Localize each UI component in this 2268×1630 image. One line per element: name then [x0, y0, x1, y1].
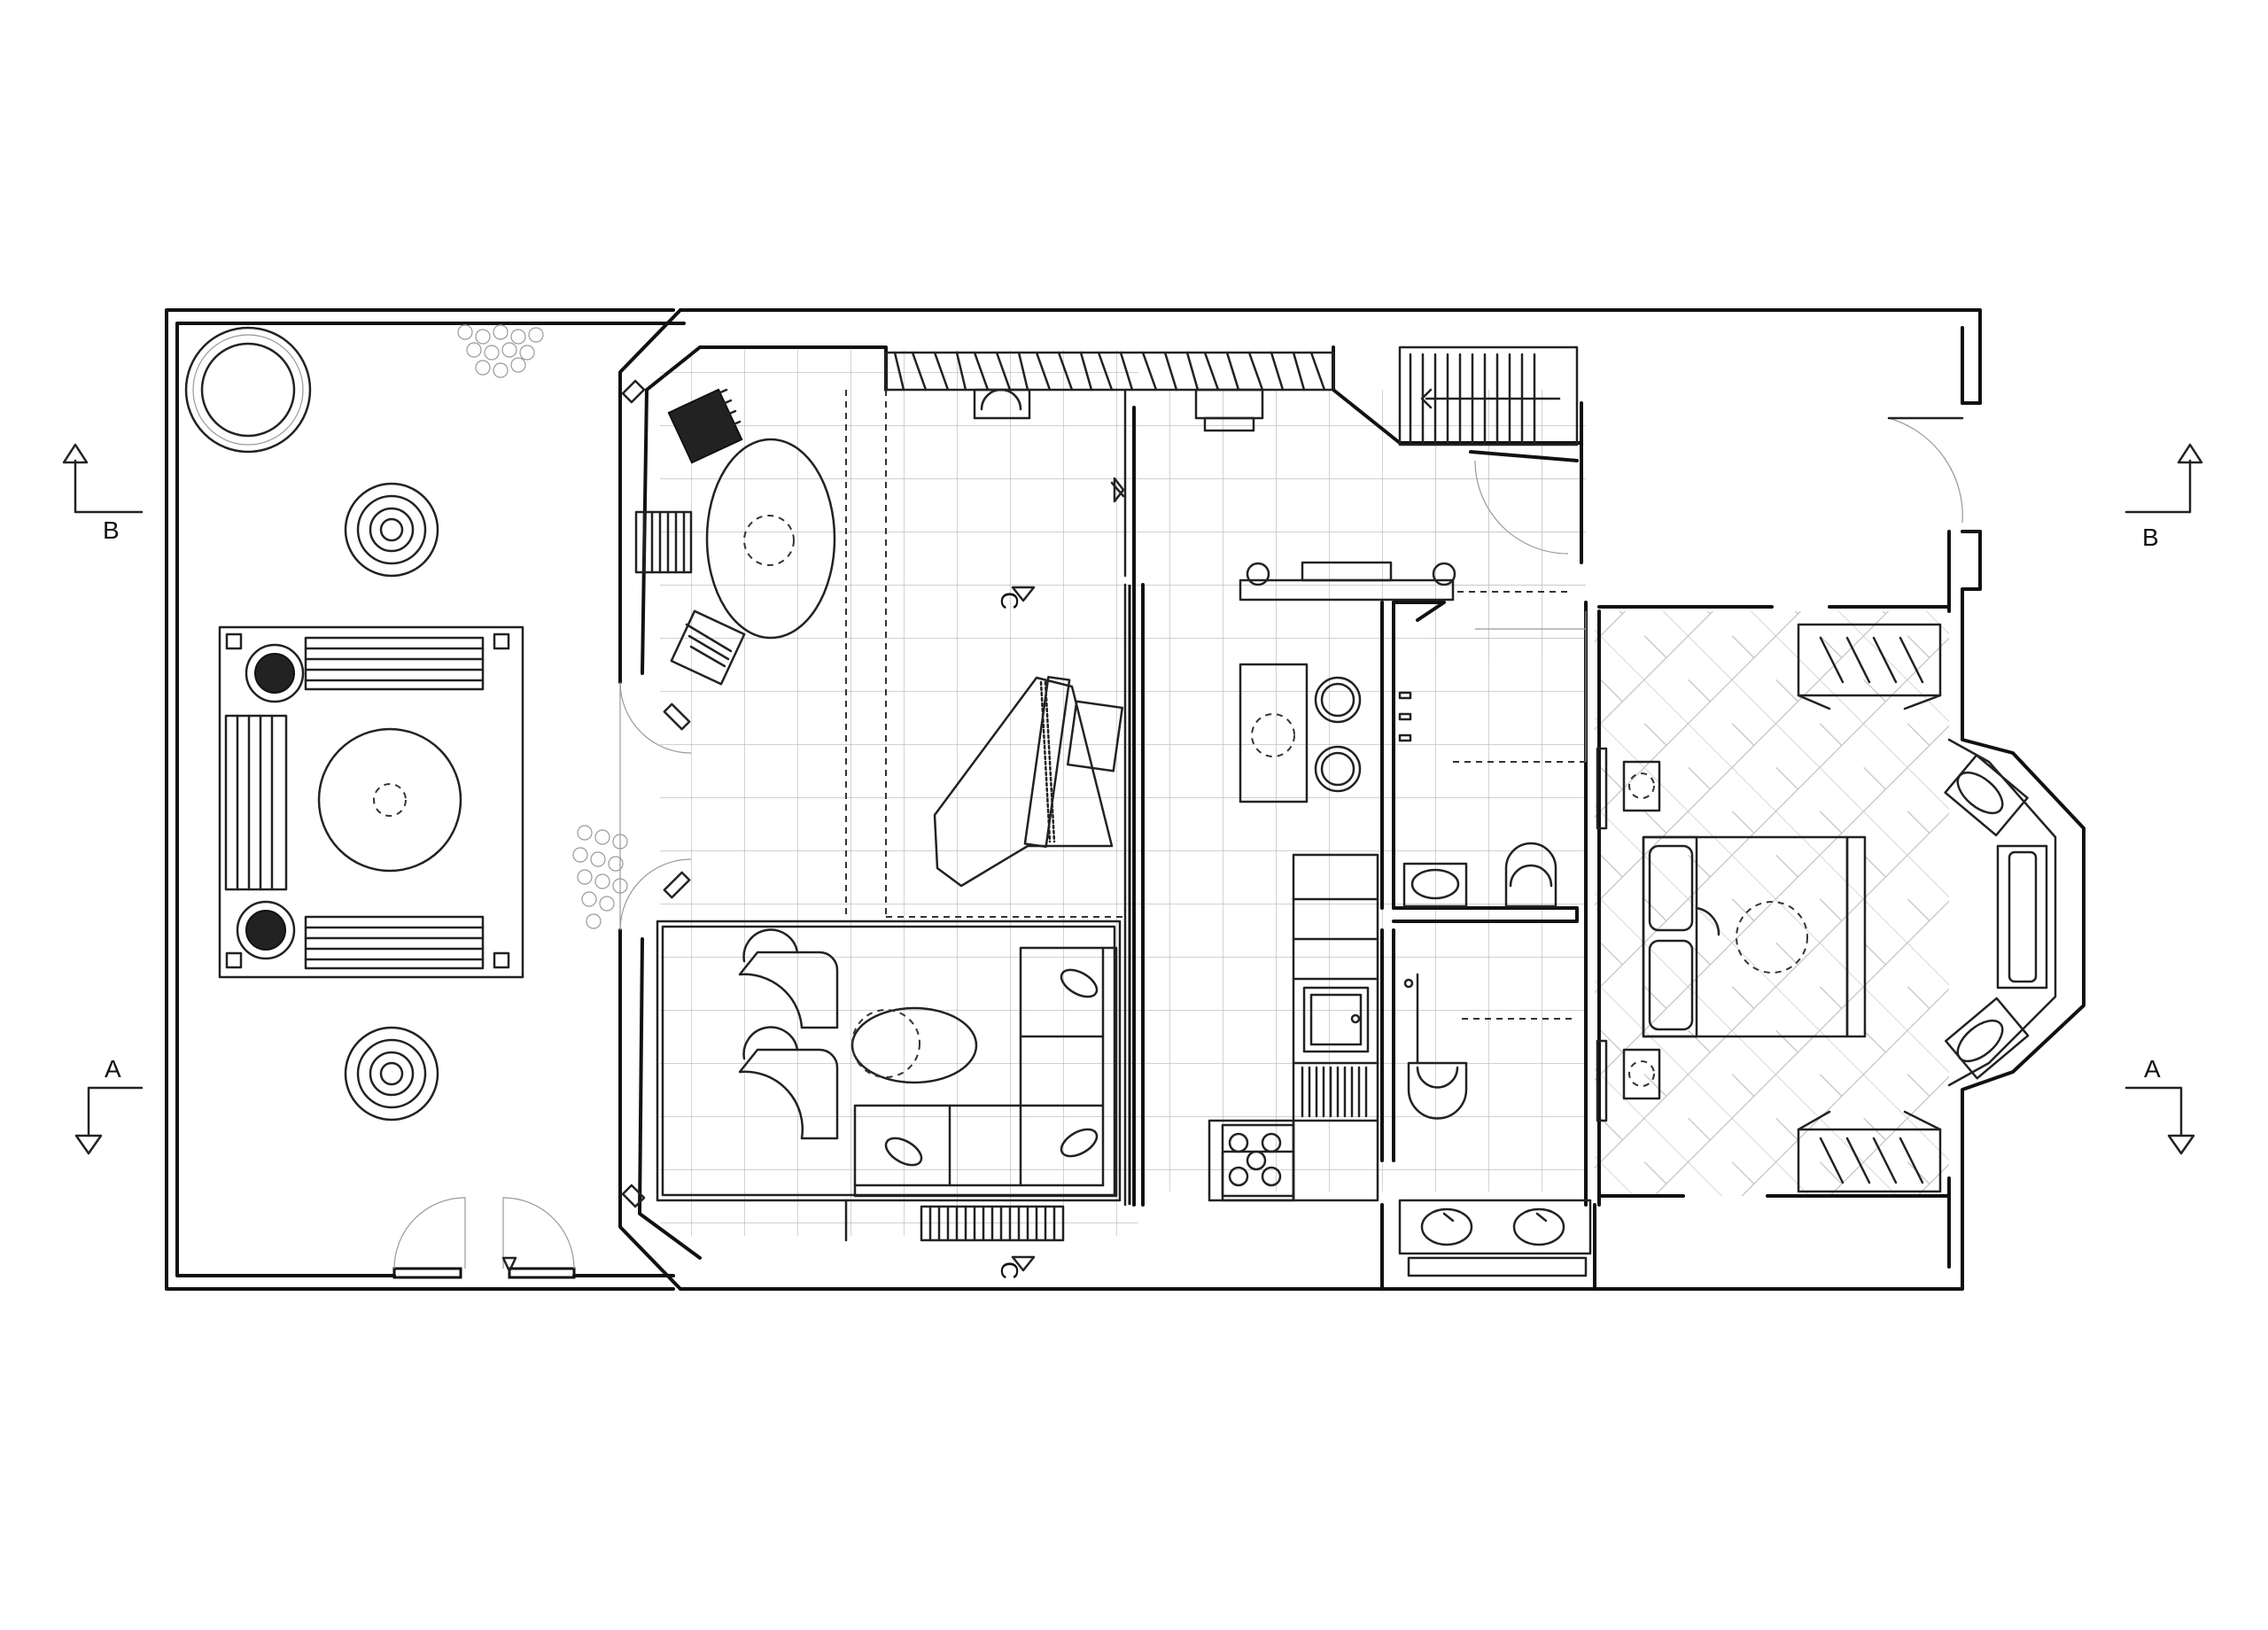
terrace [184, 324, 628, 1279]
outdoor-bench-bottom [304, 915, 485, 970]
entrance-door[interactable] [1887, 401, 1982, 533]
bathrooms [1398, 691, 1592, 1277]
bay-window-sills-left [621, 379, 691, 1208]
section-label-b-left: B [103, 516, 120, 544]
outdoor-rug [218, 625, 524, 979]
interior-walls [1123, 345, 1951, 1291]
oval-dining-table [705, 438, 836, 640]
section-label-b-right: B [2142, 524, 2159, 551]
fridge [1221, 1150, 1295, 1202]
bedroom [1475, 611, 2048, 1193]
double-bed [1642, 835, 1867, 1038]
coffee-table [850, 1006, 978, 1084]
round-planter-top-left [184, 326, 312, 454]
outdoor-round-table [317, 727, 462, 873]
pendant-lights [1246, 562, 1456, 586]
living-bottom-shelf [920, 1205, 1065, 1242]
armchair-top [738, 928, 839, 1029]
tree-planter-bottom [344, 1026, 439, 1122]
exterior-walls [165, 308, 2085, 1291]
dining-chair-bottom [670, 609, 746, 686]
living-room [656, 351, 1335, 1242]
nightstand-bottom [1596, 1039, 1661, 1122]
wc-1 [1402, 761, 1586, 908]
section-marker-a-left: A [74, 1055, 144, 1155]
section-marker-c-top: C [996, 586, 1036, 609]
dining-area [619, 379, 847, 1208]
nightstand-top [1596, 747, 1661, 830]
dishwasher [1301, 1066, 1368, 1118]
kitchen [1208, 345, 1579, 1202]
l-shaped-sofa [853, 946, 1118, 1198]
grand-piano [933, 676, 1114, 888]
potted-plant-top [245, 643, 305, 703]
section-label-a-left: A [105, 1055, 121, 1083]
bar-stools [1314, 676, 1362, 793]
garden-double-door[interactable] [619, 681, 692, 931]
section-marker-b-right: B [2124, 443, 2203, 551]
bath-window [1407, 1256, 1588, 1277]
floor-tiles [660, 350, 1949, 1236]
bookshelf-top [884, 351, 1335, 392]
bedroom-door[interactable] [1475, 611, 1587, 762]
dining-chair-top [667, 388, 743, 464]
section-label-c-bottom: C [996, 1261, 1023, 1279]
outdoor-bench-left [224, 714, 288, 891]
fireplace-top [1194, 388, 1264, 432]
wardrobe-top [1797, 623, 1942, 710]
section-marker-b-left: B [62, 443, 144, 544]
armchair-bottom [738, 1026, 839, 1140]
piano-bench [1066, 700, 1124, 772]
radiator-shelves [1398, 691, 1412, 742]
section-marker-c-bottom: C [996, 1255, 1036, 1279]
kitchen-counter [1292, 853, 1379, 1202]
desk-chair-top [973, 388, 1031, 420]
staircase [1398, 345, 1579, 446]
kitchen-door[interactable] [1474, 460, 1569, 555]
wc-2 [1403, 973, 1577, 1120]
double-vanity [1398, 1199, 1592, 1255]
wardrobe-bottom [1797, 1110, 1942, 1193]
outdoor-bench-top [304, 636, 485, 691]
kitchen-island [1239, 663, 1309, 803]
terrace-double-door[interactable] [392, 1197, 576, 1279]
tree-planter-top [344, 482, 439, 578]
section-marker-a-right: A [2124, 1055, 2195, 1155]
section-label-a-right: A [2144, 1055, 2161, 1083]
section-label-c-top: C [996, 592, 1023, 609]
bay-window-seat [1944, 754, 2048, 1080]
dining-chair-left [634, 510, 693, 574]
kitchen-sink [1302, 986, 1370, 1053]
potted-plant-bottom [236, 900, 296, 960]
